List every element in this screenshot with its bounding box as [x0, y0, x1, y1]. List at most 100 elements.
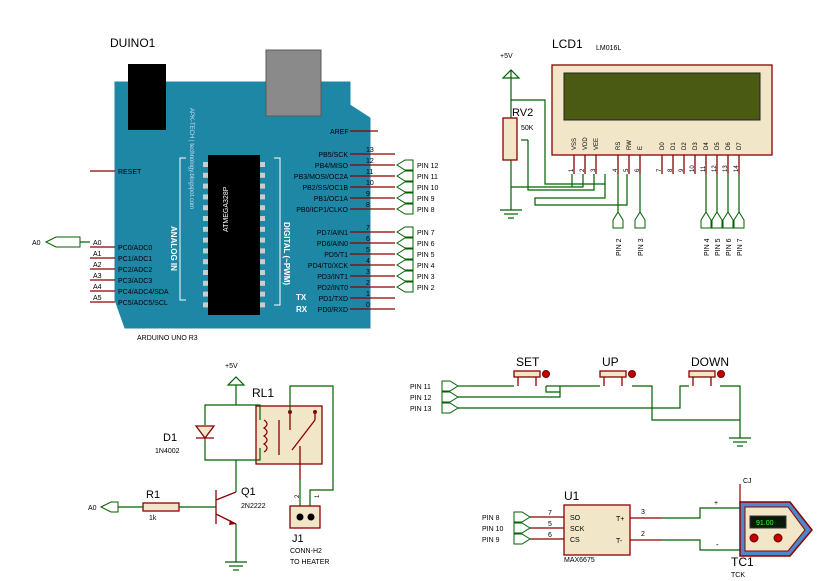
- chip-pin-right: [260, 226, 265, 232]
- chip-pin-right: [260, 302, 265, 308]
- lcd-pin-number: 14: [734, 165, 740, 172]
- lcd-pin-name: D5: [715, 142, 721, 150]
- thermocouple[interactable]: CJ 91.00 TC1 TCK: [731, 478, 813, 579]
- net-terminal-shape: [634, 211, 646, 229]
- chip-pin-left: [203, 259, 208, 265]
- chip-pin-left: [203, 183, 208, 189]
- digital-pin-net: PIN 3: [396, 270, 435, 282]
- net-label: PIN 12: [417, 163, 439, 170]
- net-terminal-shape: [396, 248, 414, 260]
- digital-pin-name: PB3/MOSI/OC2A: [294, 174, 348, 181]
- net-terminal-shape: [513, 522, 531, 534]
- lcd-pin-number: 6: [635, 168, 641, 172]
- lcd-pin-name: D1: [671, 142, 677, 150]
- net-label: PIN 2: [417, 285, 435, 292]
- max-pin-name: SO: [570, 515, 581, 522]
- lcd-pin-number: 1: [569, 168, 575, 172]
- tc-down-button[interactable]: [749, 533, 759, 543]
- connector-name: J1: [292, 533, 304, 545]
- minus-label: -: [716, 540, 719, 549]
- digital-label: DIGITAL (~PWM): [282, 222, 291, 285]
- heater-connector[interactable]: [289, 505, 321, 529]
- arduino-board[interactable]: DUINO1 ATMEGA328P APK-TECH | technology.…: [32, 36, 439, 342]
- chip-pin-right: [260, 237, 265, 243]
- net-label: PIN 13: [410, 406, 432, 413]
- lcd-net: PIN 5: [711, 211, 723, 256]
- tc-up-button[interactable]: [773, 533, 783, 543]
- digital-pin-name: PB1/OC1A: [314, 196, 349, 203]
- resistor-r1[interactable]: [142, 502, 180, 512]
- relay-supply-label: +5V: [225, 363, 238, 370]
- net-terminal-shape: [396, 203, 414, 215]
- lcd-pin-name: D6: [726, 142, 732, 150]
- digital-pin-net: PIN 10: [396, 181, 439, 193]
- net-label: PIN 7: [737, 238, 744, 256]
- max-net: PIN 10: [482, 522, 531, 534]
- lcd-pin-name: D2: [682, 142, 688, 150]
- analog-pin-name: PC4/ADC4/SDA: [118, 289, 169, 296]
- lcd-pin-number: 5: [624, 168, 630, 172]
- button-set[interactable]: SET: [513, 355, 550, 386]
- net-label: PIN 11: [410, 384, 431, 391]
- chip-pin-right: [260, 280, 265, 286]
- net-terminal-shape: [513, 511, 531, 523]
- digital-pin-number: 9: [366, 191, 370, 198]
- digital-pin-name: PD3/INT1: [317, 274, 348, 281]
- lcd-pin-name: D4: [704, 142, 710, 150]
- lcd-display[interactable]: LCD1 LM016L VSS1VDD2VEE3RS4RW5E6D07D18D2…: [551, 37, 773, 174]
- lcd-pin-number: 12: [712, 165, 718, 172]
- lcd-pin-name: VEE: [594, 138, 600, 150]
- digital-pin-net: PIN 4: [396, 259, 435, 271]
- usb-jack: [128, 64, 166, 130]
- chip-pin-left: [203, 194, 208, 200]
- button-down[interactable]: DOWN: [688, 355, 729, 386]
- relay[interactable]: [255, 405, 323, 465]
- chip-pin-right: [260, 216, 265, 221]
- net-label: PIN 6: [417, 241, 435, 248]
- plus-label: +: [714, 500, 718, 507]
- relay-name: RL1: [252, 386, 274, 400]
- diode[interactable]: [194, 425, 216, 440]
- max-net: PIN 9: [482, 533, 531, 545]
- net-terminal-shape: [396, 281, 414, 293]
- a0-terminal: [44, 236, 81, 248]
- net-label: PIN 6: [726, 238, 733, 256]
- net-terminal-shape: [513, 533, 531, 545]
- transistor-name: Q1: [241, 486, 256, 498]
- button-up[interactable]: UP: [599, 355, 636, 386]
- transistor-value: 2N2222: [241, 503, 266, 510]
- atmega-chip: [208, 155, 260, 315]
- digital-pin-number: 7: [366, 225, 370, 232]
- net-label: PIN 4: [704, 238, 711, 256]
- tminus-label: T-: [616, 538, 623, 545]
- tc-reading: 91.00: [756, 520, 774, 527]
- net-terminal-shape: [396, 259, 414, 271]
- chip-label: ATMEGA328P: [223, 186, 230, 232]
- button-label: UP: [602, 355, 619, 369]
- pot-value: 50K: [521, 125, 534, 132]
- digital-pin-net: PIN 2: [396, 281, 435, 293]
- potentiometer[interactable]: [502, 117, 518, 161]
- button-indicator: [542, 370, 550, 378]
- net-terminal-shape: [396, 226, 414, 238]
- lcd-pin-number: 9: [679, 168, 685, 172]
- digital-pin-number: 2: [366, 280, 370, 287]
- net-terminal-shape: [441, 380, 459, 392]
- max-net: PIN 8: [482, 511, 531, 523]
- digital-pin-number: 1: [366, 291, 370, 298]
- digital-pin-name: PB2/SS/OC1B: [302, 185, 348, 192]
- net-terminal-shape: [396, 192, 414, 204]
- resistor-value: 1k: [149, 515, 157, 522]
- net-terminal-shape: [396, 270, 414, 282]
- analog-label: ANALOG IN: [169, 226, 178, 271]
- lcd-pins: VSS1VDD2VEE3RS4RW5E6D07D18D29D310D411D51…: [569, 137, 743, 174]
- tplus-num: 3: [641, 509, 645, 516]
- max6675-chip[interactable]: [563, 504, 631, 556]
- chip-pin-left: [203, 270, 208, 275]
- relay-section: +5V RL1 D1 1N4002 Q1 2N2222 R1 1k: [88, 363, 334, 571]
- connector-desc: TO HEATER: [290, 559, 329, 566]
- digital-pin-name: PB0/ICP1/CLKO: [296, 207, 348, 214]
- analog-pin-name: PC0/ADC0: [118, 245, 152, 252]
- lcd-pin-name: RS: [616, 142, 622, 150]
